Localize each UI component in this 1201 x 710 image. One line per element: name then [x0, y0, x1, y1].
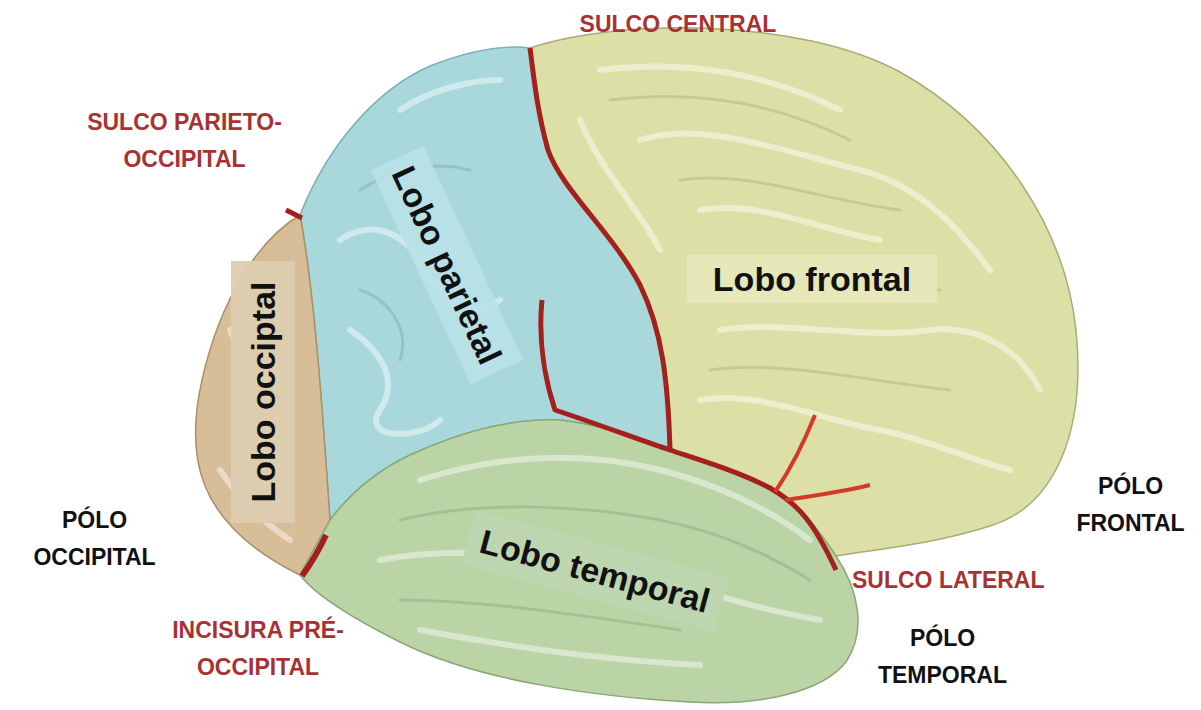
pole-label: PÓLO TEMPORAL [850, 620, 1035, 694]
occipital-lobe-region [195, 215, 330, 575]
pole-label: PÓLO OCCIPITAL [12, 502, 177, 576]
frontal-lobe-label: Lobo frontal [687, 255, 937, 303]
temporal-lobe-region [300, 420, 858, 703]
sulcus-label: SULCO CENTRAL [548, 6, 808, 43]
pole-label: PÓLO FRONTAL [1058, 468, 1201, 542]
gyri-shadows [360, 96, 950, 630]
lobe-name: Lobo occiptal [246, 282, 280, 503]
lateral-sulcus-line [541, 300, 836, 570]
parieto-occipital-sulcus-mark [286, 210, 302, 218]
sulcus-label: SULCO PARIETO- OCCIPITAL [52, 104, 317, 178]
lateral-sulcus-ramus [775, 415, 870, 500]
preoccipital-notch-mark [302, 535, 326, 576]
occipital-lobe-label: Lobo occiptal [231, 261, 295, 523]
notch-label: INCISURA PRÉ- OCCIPITAL [138, 612, 378, 686]
sulcus-label: SULCO LATERAL [852, 562, 1092, 599]
lobe-name: Lobo frontal [713, 262, 911, 296]
